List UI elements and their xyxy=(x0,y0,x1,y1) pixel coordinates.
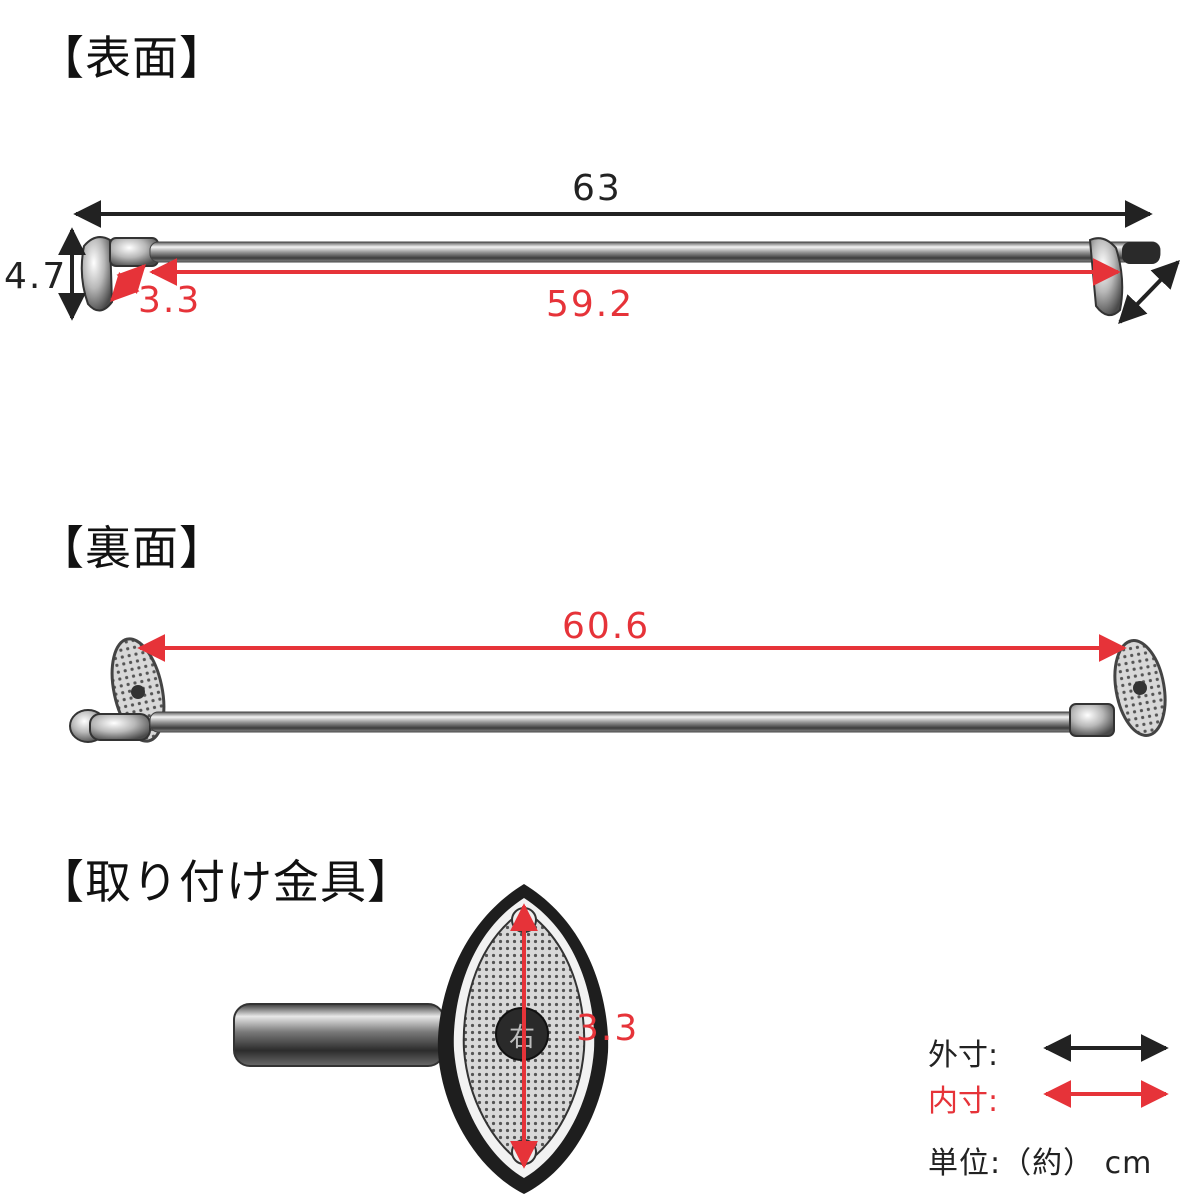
outer-height-label: 4.7 xyxy=(4,256,67,297)
inner-depth-dimension-line xyxy=(110,263,146,303)
back-view-towel-bar xyxy=(69,637,1167,743)
inner-length-label: 59.2 xyxy=(546,284,634,325)
back-section-title: 【裏面】 xyxy=(38,521,226,575)
inner-depth-label: 3.3 xyxy=(138,280,201,321)
outer-total-label: 63 xyxy=(572,168,622,209)
legend-inner-label: 内寸: xyxy=(928,1084,999,1119)
bracket-detail-view xyxy=(233,884,609,1194)
right-depth-dimension-line xyxy=(1118,259,1180,325)
front-section-title: 【表面】 xyxy=(38,31,226,85)
legend-unit: 単位:（約） cm xyxy=(928,1146,1153,1181)
bracket-section-title: 【取り付け金具】 xyxy=(38,855,414,909)
bracket-inner-height-label: 3.3 xyxy=(576,1008,639,1049)
legend-outer-label: 外寸: xyxy=(928,1038,999,1073)
back-inner-length-label: 60.6 xyxy=(562,606,650,647)
